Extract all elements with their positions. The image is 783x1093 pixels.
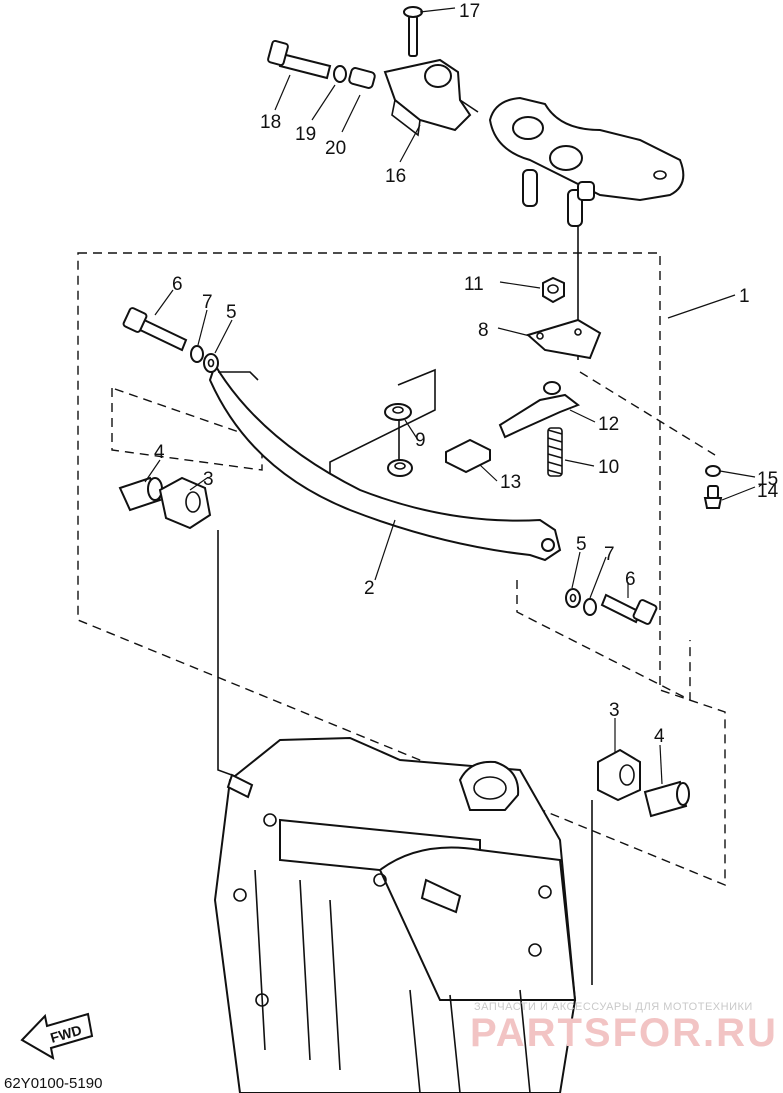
leader-lines [144,7,756,785]
watermark-tagline: ЗАПЧАСТИ И АКСЕССУАРЫ ДЛЯ МОТОТЕХНИКИ [474,1001,753,1013]
diagram-code: 62Y0100-5190 [4,1075,102,1092]
callout-6-left: 6 [172,274,183,295]
nut-11 [542,276,565,304]
callout-9: 9 [415,430,426,451]
washer-5-left [203,353,219,373]
screw-17 [403,6,423,57]
steering-arm-casting [488,96,685,227]
callout-18: 18 [260,112,281,133]
nut-3-right [597,748,641,802]
bolt-6-left [122,307,188,352]
washer-19 [333,65,347,83]
callout-5-left: 5 [226,302,237,323]
spring-10 [547,427,563,477]
callout-3-left: 3 [203,469,214,490]
washer-15 [705,465,721,477]
swivel-bracket [213,736,577,1093]
block-13 [445,438,491,474]
callout-11: 11 [464,274,484,295]
washer-5-right [565,588,581,608]
callout-17: 17 [459,1,480,22]
collar-20 [348,67,376,89]
assembly-boundary [77,252,726,887]
callout-2: 2 [364,578,375,599]
callout-20: 20 [325,138,346,159]
grommet-9-lower [387,459,413,477]
grommet-9-upper [384,403,412,421]
screw-14 [703,485,723,509]
inner-dashed-box-left [111,387,263,471]
tie-bar-2 [208,362,562,562]
watermark-logo: PARTSFOR.RU [470,1011,778,1055]
callout-4-right: 4 [654,726,665,747]
callout-14: 14 [757,481,779,502]
callout-7-left: 7 [202,292,213,313]
inner-dashed-box-right [516,580,691,702]
washer-7-left [190,345,204,363]
bolt-18 [267,39,332,80]
callout-10: 10 [598,457,619,478]
callout-6-right: 6 [625,569,636,590]
lever-12 [498,381,581,439]
callout-15: 15 [757,469,778,490]
watermark: ЗАПЧАСТИ И АКСЕССУАРЫ ДЛЯ МОТОТЕХНИКИ PA… [470,1001,778,1055]
drop-line-left [217,530,241,779]
bushing-4-right [643,780,690,818]
callout-7-right: 7 [604,544,615,565]
callout-3-right: 3 [609,700,620,721]
inner-step-line [329,368,436,480]
callout-4-left: 4 [154,442,165,463]
callout-16: 16 [385,166,406,187]
callout-8: 8 [478,320,489,341]
callout-5-right: 5 [576,534,587,555]
nut-3-left [158,476,212,530]
bolt-6-right [600,593,658,625]
fwd-arrow: FWD [20,1012,94,1060]
bracket-16 [383,58,479,137]
callout-12: 12 [598,414,619,435]
washer-7-right [583,598,597,616]
dashed-link-line [579,371,716,456]
callout-13: 13 [500,472,521,493]
bushing-4-left [118,476,163,512]
callout-19: 19 [295,124,316,145]
callout-1: 1 [739,286,750,307]
plate-8 [525,318,602,360]
